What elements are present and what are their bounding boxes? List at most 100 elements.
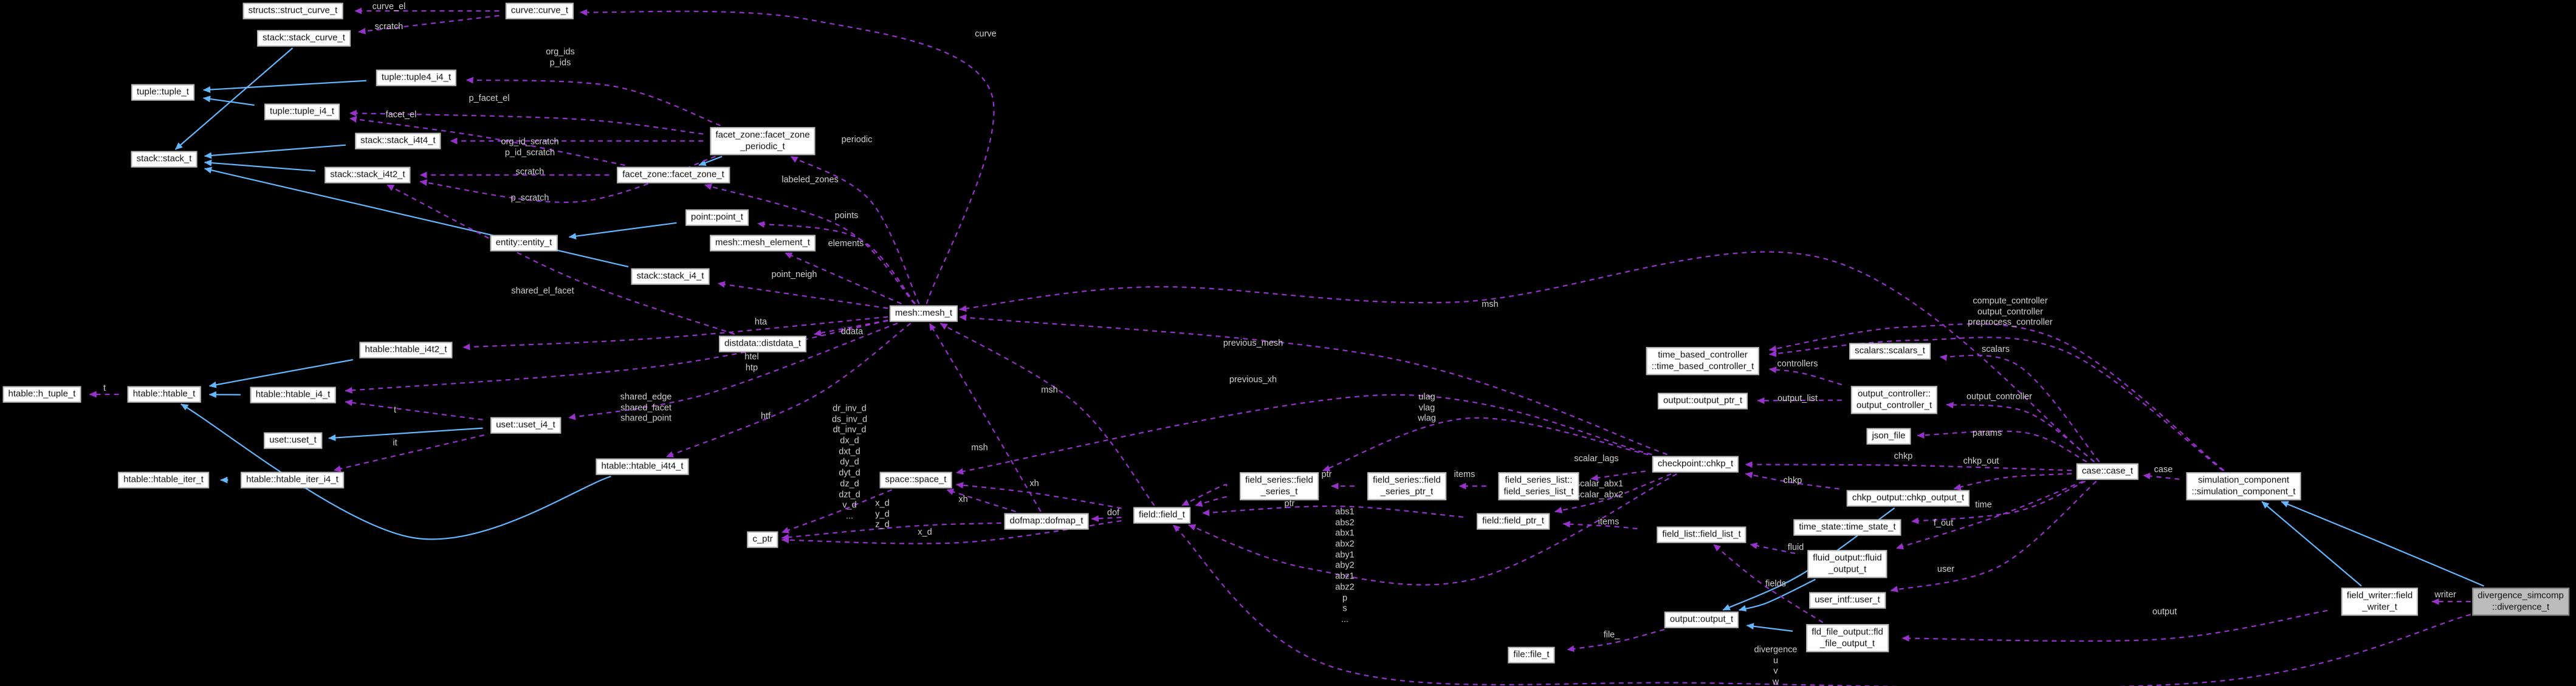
- edge-label-org_id_scratch: org_id_scratch p_id_scratch: [501, 137, 559, 157]
- node-htable_iter[interactable]: htable::htable_iter_t: [118, 472, 209, 489]
- node-field_ptr[interactable]: field::field_ptr_t: [1477, 513, 1550, 530]
- node-field_writer[interactable]: field_writer::field _writer_t: [2341, 588, 2419, 616]
- node-htable_i4[interactable]: htable::htable_i4_t: [250, 386, 336, 403]
- node-stack_i4[interactable]: stack::stack_i4_t: [631, 268, 710, 285]
- node-scalars[interactable]: scalars::scalars_t: [1849, 343, 1931, 360]
- edge-label-msh: msh: [971, 443, 988, 453]
- node-mesh_element[interactable]: mesh::mesh_element_t: [710, 235, 816, 252]
- edge-mesh-to-htable_i4t2: [462, 316, 888, 351]
- edge-htable_i4t2-to-htable: [208, 358, 353, 388]
- edge-case-to-fluid_output: [1896, 480, 2084, 550]
- node-stack_i4t4[interactable]: stack::stack_i4t4_t: [355, 132, 441, 149]
- node-out_ctrl[interactable]: output_controller:: output_controller_t: [1850, 386, 1938, 414]
- node-chkp_output[interactable]: chkp_output::chkp_output_t: [1846, 490, 1970, 507]
- node-struct_curve[interactable]: structs::struct_curve_t: [242, 2, 343, 19]
- edge-label-chkp: chkp: [1783, 476, 1802, 486]
- node-field_list[interactable]: field_list::field_list_t: [1657, 526, 1747, 543]
- node-htable_iter_i4[interactable]: htable::htable_iter_i4_t: [241, 472, 344, 489]
- node-simcomp[interactable]: simulation_component ::simulation_compon…: [2186, 472, 2301, 500]
- edge-label-curve_el: curve_el: [372, 2, 406, 12]
- node-stack[interactable]: stack::stack_t: [131, 151, 197, 168]
- node-file[interactable]: file::file_t: [1508, 647, 1555, 664]
- edge-out_ctrl-to-tbc: [1769, 366, 1843, 386]
- node-tbc[interactable]: time_based_controller ::time_based_contr…: [1646, 347, 1760, 375]
- edge-label-periodic: periodic: [841, 135, 873, 145]
- node-output_ptr[interactable]: output::output_ptr_t: [1657, 393, 1748, 410]
- node-field_series_ptr[interactable]: field_series::field _series_ptr_t: [1367, 472, 1446, 500]
- node-case[interactable]: case::case_t: [2076, 463, 2139, 480]
- node-field[interactable]: field::field_t: [1133, 507, 1190, 524]
- edge-label-compute_controller: compute_controller output_controller pre…: [1968, 296, 2053, 328]
- edge-dofmap-to-mesh: [929, 323, 1042, 512]
- node-mesh[interactable]: mesh::mesh_t: [889, 305, 958, 322]
- edge-label-it: it: [393, 438, 397, 448]
- edge-mesh-to-point: [757, 221, 916, 304]
- edge-label-p_scratch: p_scratch: [510, 193, 549, 204]
- node-dofmap[interactable]: dofmap::dofmap_t: [1004, 513, 1089, 530]
- edge-fluid_output-to-output: [1739, 578, 1816, 612]
- edge-label-controllers: controllers: [1777, 359, 1818, 369]
- edge-fz_periodic-to-stack_i4t2: [419, 156, 716, 203]
- edge-tuple_i4-to-tuple: [203, 95, 255, 106]
- edge-label-shared_edge: shared_edge shared_facet shared_point: [620, 392, 672, 424]
- edge-dofmap-to-c_ptr: [781, 522, 1001, 541]
- edge-label-ulag: ulag vlag wlag: [1418, 392, 1436, 424]
- node-distdata[interactable]: distdata::distdata_t: [719, 335, 806, 352]
- node-point[interactable]: point::point_t: [685, 209, 749, 226]
- node-htable_i4t2[interactable]: htable::htable_i4t2_t: [359, 341, 453, 358]
- edge-label-labeled_zones: labeled_zones: [781, 175, 839, 185]
- edge-field-to-mesh: [939, 323, 1155, 506]
- node-field_series_list[interactable]: field_series_list:: field_series_list_t: [1498, 472, 1579, 500]
- node-stack_i4t2[interactable]: stack::stack_i4t2_t: [325, 166, 411, 184]
- node-fz_periodic[interactable]: facet_zone::facet_zone _periodic_t: [710, 127, 816, 155]
- edge-mesh-to-mesh_element: [785, 252, 902, 305]
- edge-mesh-to-uset_i4: [568, 322, 898, 420]
- node-stack_curve[interactable]: stack::stack_curve_t: [257, 30, 351, 47]
- edge-point-to-entity: [568, 222, 677, 240]
- node-fluid_output[interactable]: fluid_output::fluid _output_t: [1807, 550, 1887, 578]
- node-field_series[interactable]: field_series::field _series_t: [1240, 472, 1319, 500]
- node-chkp[interactable]: checkpoint::chkp_t: [1652, 456, 1739, 473]
- node-curve[interactable]: curve::curve_t: [505, 2, 574, 19]
- edge-uset_i4-to-htable_i4: [345, 399, 483, 420]
- edge-dofmap-to-space: [946, 489, 1016, 513]
- node-tuple4_i4[interactable]: tuple::tuple4_i4_t: [376, 69, 457, 86]
- node-output[interactable]: output::output_t: [1664, 611, 1739, 628]
- edge-label-user: user: [1937, 564, 1955, 575]
- edge-facet_zone-to-tuple_i4: [349, 115, 625, 166]
- node-uset_i4[interactable]: uset::uset_i4_t: [490, 417, 561, 434]
- edge-label-point_neigh: point_neigh: [771, 270, 817, 280]
- edge-label-scalar_lags: scalar_lags: [1574, 454, 1619, 464]
- edge-chkp-to-field_ptr: [1554, 473, 1672, 513]
- node-uset[interactable]: uset::uset_t: [264, 432, 322, 449]
- edge-label-dr_inv_d: dr_inv_d ds_inv_d dt_inv_d dx_d dxt_d dy…: [831, 403, 868, 521]
- node-c_ptr[interactable]: c_ptr: [747, 531, 778, 548]
- node-time_state[interactable]: time_state::time_state_t: [1793, 519, 1901, 536]
- node-entity[interactable]: entity::entity_t: [490, 235, 558, 252]
- edge-field_list-to-field_ptr: [1562, 521, 1638, 530]
- node-fld_file_output[interactable]: fld_file_output::fld _file_output_t: [1806, 624, 1889, 652]
- edge-label-chkp: chkp: [1894, 451, 1913, 462]
- edge-label-time: time: [1975, 500, 1992, 510]
- node-tuple[interactable]: tuple::tuple_t: [131, 84, 194, 101]
- edge-mesh-to-facet_zone: [704, 184, 915, 304]
- node-user[interactable]: user_intf::user_t: [1809, 592, 1886, 609]
- edge-label-curve: curve: [975, 29, 997, 39]
- node-json_file[interactable]: json_file: [1866, 428, 1911, 445]
- node-htable[interactable]: htable::htable_t: [127, 386, 201, 403]
- edge-label-xh: xh: [958, 495, 968, 505]
- edge-fld_file_output-to-field_list: [1712, 544, 1824, 623]
- edge-mesh-to-fz_periodic: [790, 156, 920, 304]
- node-htable_i4t4[interactable]: htable::htable_i4t4_t: [596, 458, 689, 475]
- node-h_tuple[interactable]: htable::h_tuple_t: [2, 386, 81, 403]
- node-space[interactable]: space::space_t: [879, 472, 952, 489]
- edge-case-to-chkp: [1745, 461, 2072, 472]
- edge-label-msh: msh: [1482, 300, 1499, 310]
- edge-label-shared_el_facet: shared_el_facet: [511, 286, 574, 297]
- node-tuple_i4[interactable]: tuple::tuple_i4_t: [264, 103, 340, 120]
- edge-stack_curve-to-stack: [174, 47, 294, 150]
- edge-label-ptr: ptr: [1321, 470, 1332, 480]
- edge-mesh-to-htable_i4t4: [665, 323, 912, 458]
- node-facet_zone[interactable]: facet_zone::facet_zone_t: [617, 166, 730, 184]
